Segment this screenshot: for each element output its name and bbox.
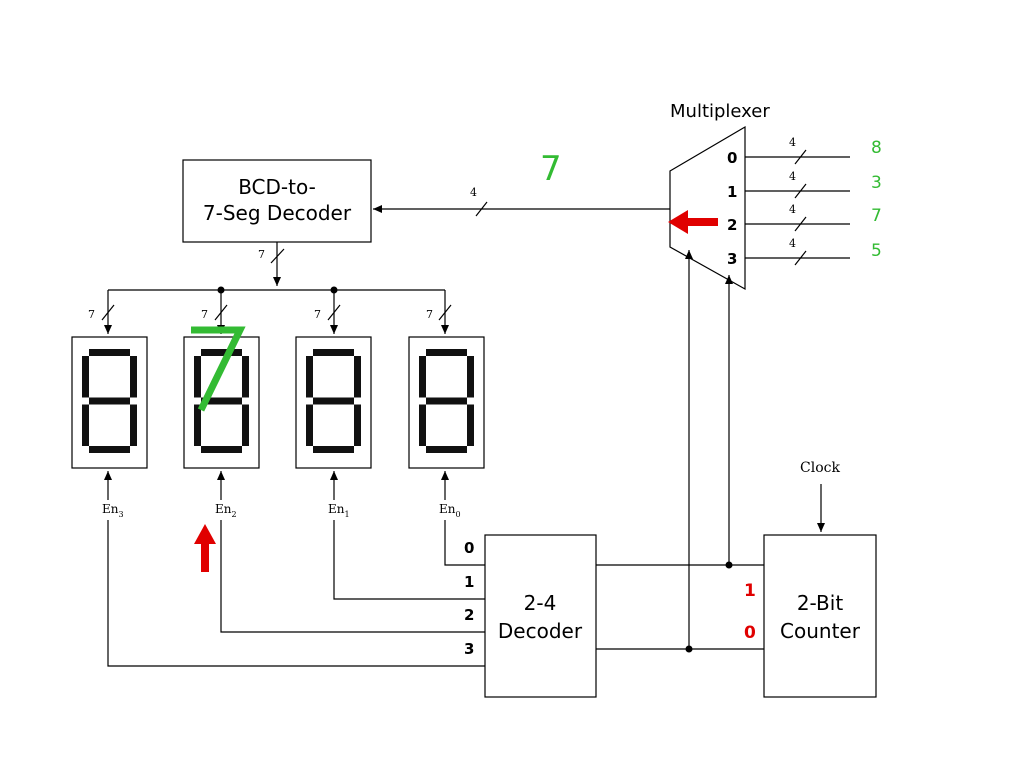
mux-input-0-label: 0 (727, 149, 737, 167)
display-3-segment-c (130, 404, 137, 446)
display-0-segment-d (426, 446, 467, 453)
bus-mux-to-bcd-width: 4 (470, 186, 477, 199)
enable-2-label: En2 (215, 502, 237, 519)
bcd-output-bus-slash (270, 248, 285, 264)
counter-label-line2: Counter (780, 619, 861, 643)
display-3-bus-width: 7 (88, 308, 95, 321)
enable-1-label: En1 (328, 502, 350, 519)
mux-input-value-3: 5 (871, 241, 882, 261)
mux-input-value-1: 3 (871, 173, 882, 193)
mux-bus-slash (794, 250, 807, 266)
display-2-segment-e (194, 404, 201, 446)
clock-label: Clock (800, 460, 840, 476)
decoder-out-2-wire (220, 520, 485, 633)
display-1-segment-c (354, 404, 361, 446)
decoder-2-4-label-line1: 2-4 (524, 591, 557, 615)
mux-input-2-label: 2 (727, 216, 737, 234)
bus-mux-to-bcd-value: 7 (540, 149, 562, 189)
seven-segment-displays (71, 336, 485, 469)
display-0-segment-g (426, 397, 467, 405)
decoder-out-3-wire (107, 520, 485, 667)
decoder-out-1-wire (333, 520, 485, 600)
display-0-segment-e (419, 404, 426, 446)
decoder-2-4-label-line2: Decoder (498, 619, 583, 643)
display-2-bus-width: 7 (201, 308, 208, 321)
decoder-out-2-label: 2 (464, 606, 474, 624)
display-0-segment-a (426, 349, 467, 356)
display-1-bus-width: 7 (314, 308, 321, 321)
counter-block (763, 534, 877, 698)
display-2-segment-g (201, 397, 242, 405)
bus-mux-to-bcd-slash (475, 201, 488, 217)
red-arrow-mux-select (668, 210, 718, 234)
enable-0-label: En0 (439, 502, 461, 519)
bcd-output-bus-width: 7 (258, 248, 265, 261)
display-2-segment-f (194, 356, 201, 398)
mux-bus-width-2: 4 (789, 203, 796, 216)
display-3-segment-d (89, 446, 130, 453)
bcd-decoder-block (182, 159, 372, 243)
mux-input-value-0: 8 (871, 138, 882, 158)
display-1-segment-b (354, 356, 361, 398)
counter-label-line1: 2-Bit (797, 591, 844, 615)
multiplexer-title: Multiplexer (670, 101, 770, 122)
display-3-segment-f (82, 356, 89, 398)
display-2-value-overlay (191, 326, 246, 412)
mux-bus-width-1: 4 (789, 170, 796, 183)
decoder-out-3-label: 3 (464, 640, 474, 658)
display-3-segment-b (130, 356, 137, 398)
mux-bus-slash (794, 216, 807, 232)
display-3-segment-a (89, 349, 130, 356)
display-2-segment-a (201, 349, 242, 356)
display-0-bus-width: 7 (426, 308, 433, 321)
display-bus-slash (101, 304, 115, 321)
decoder-out-0-label: 0 (464, 539, 474, 557)
mux-bus-width-0: 4 (789, 136, 796, 149)
display-1-segment-a (313, 349, 354, 356)
mux-bus-slash (794, 183, 807, 199)
mux-input-3-label: 3 (727, 250, 737, 268)
display-1-segment-g (313, 397, 354, 405)
display-1-segment-d (313, 446, 354, 453)
mux-bus-width-3: 4 (789, 237, 796, 250)
display-1-segment-e (306, 404, 313, 446)
bcd-decoder-label-line2: 7-Seg Decoder (203, 201, 352, 225)
counter-bit-1-value: 1 (744, 581, 756, 601)
display-2-segment-c (242, 404, 249, 446)
display-3-segment-g (89, 397, 130, 405)
counter-bit-0-value: 0 (744, 623, 756, 643)
display-2-segment-b (242, 356, 249, 398)
red-arrow-enable (194, 524, 216, 572)
decoder-2-4-block (484, 534, 597, 698)
enable-3-label: En3 (102, 502, 124, 519)
display-0-segment-c (467, 404, 474, 446)
display-bus-slash (327, 304, 341, 321)
mux-input-value-2: 7 (871, 206, 882, 226)
bcd-decoder-label-line1: BCD-to- (238, 175, 316, 199)
display-0-segment-f (419, 356, 426, 398)
display-0-segment-b (467, 356, 474, 398)
display-1-segment-f (306, 356, 313, 398)
display-2-segment-d (201, 446, 242, 453)
display-bus-slash (438, 304, 452, 321)
mux-input-1-label: 1 (727, 183, 737, 201)
mux-bus-slash (794, 149, 807, 165)
decoder-out-0-wire (444, 520, 485, 566)
display-3-segment-e (82, 404, 89, 446)
decoder-out-1-label: 1 (464, 573, 474, 591)
display-bus-slash (214, 304, 228, 321)
